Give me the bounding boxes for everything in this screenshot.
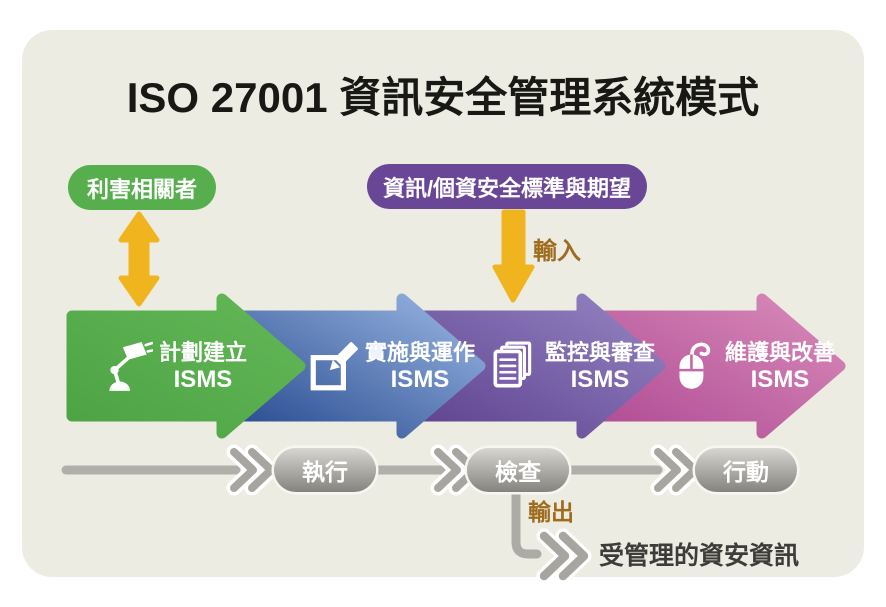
stakeholders-badge: 利害相關者 — [68, 165, 216, 210]
output-connector-line — [511, 485, 542, 559]
process-step-monitor: 監控與審查 ISMS — [476, 328, 666, 406]
process-step-sub: ISMS — [750, 365, 810, 393]
process-step-label: 監控與審查 — [544, 339, 655, 365]
pencil-checkbox-icon — [307, 341, 359, 393]
process-step-plan: 計劃建立 ISMS — [84, 328, 264, 406]
standards-badge-label: 資訊/個資安全標準與期望 — [382, 175, 632, 201]
process-step-sub: ISMS — [570, 365, 630, 393]
pdca-pill-check: 檢查 — [467, 448, 569, 492]
arrow-shape-maintain — [593, 293, 846, 439]
standards-badge: 資訊/個資安全標準與期望 — [367, 164, 647, 209]
arrow-shape-plan — [66, 293, 306, 439]
output-chevrons-icon — [536, 528, 592, 584]
page-title: ISO 27001 資訊安全管理系統模式 — [126, 74, 760, 121]
pdca-pill-label: 行動 — [723, 459, 769, 485]
stakeholders-double-arrow-icon — [118, 211, 160, 307]
desk-lamp-icon — [101, 341, 153, 393]
process-step-sub: ISMS — [390, 365, 450, 393]
process-step-label: 實施與運作 — [364, 339, 475, 365]
pdca-pill-label: 檢查 — [495, 459, 541, 485]
arrow-shape-monitor — [411, 293, 666, 439]
pdca-pill-label: 執行 — [302, 459, 348, 485]
pdca-pill-do: 執行 — [274, 448, 376, 492]
process-step-implement: 實施與運作 ISMS — [296, 328, 486, 406]
stakeholders-badge-label: 利害相關者 — [86, 176, 197, 202]
input-arrow-icon — [492, 209, 535, 303]
process-step-maintain: 維護與改善 ISMS — [656, 328, 846, 406]
documents-icon — [487, 341, 539, 393]
arrow-shape-implement — [229, 293, 486, 439]
pdca-pill-act: 行動 — [695, 448, 797, 492]
output-result-text: 受管理的資安資訊 — [599, 542, 800, 570]
chevrons-icon — [226, 444, 279, 496]
process-step-label: 維護與改善 — [724, 339, 835, 365]
process-step-sub: ISMS — [173, 365, 233, 393]
process-step-label: 計劃建立 — [158, 339, 247, 365]
chevrons-icon — [650, 444, 703, 496]
computer-mouse-icon — [667, 341, 719, 393]
output-label: 輸出 — [528, 499, 574, 525]
input-label: 輸入 — [533, 238, 581, 265]
